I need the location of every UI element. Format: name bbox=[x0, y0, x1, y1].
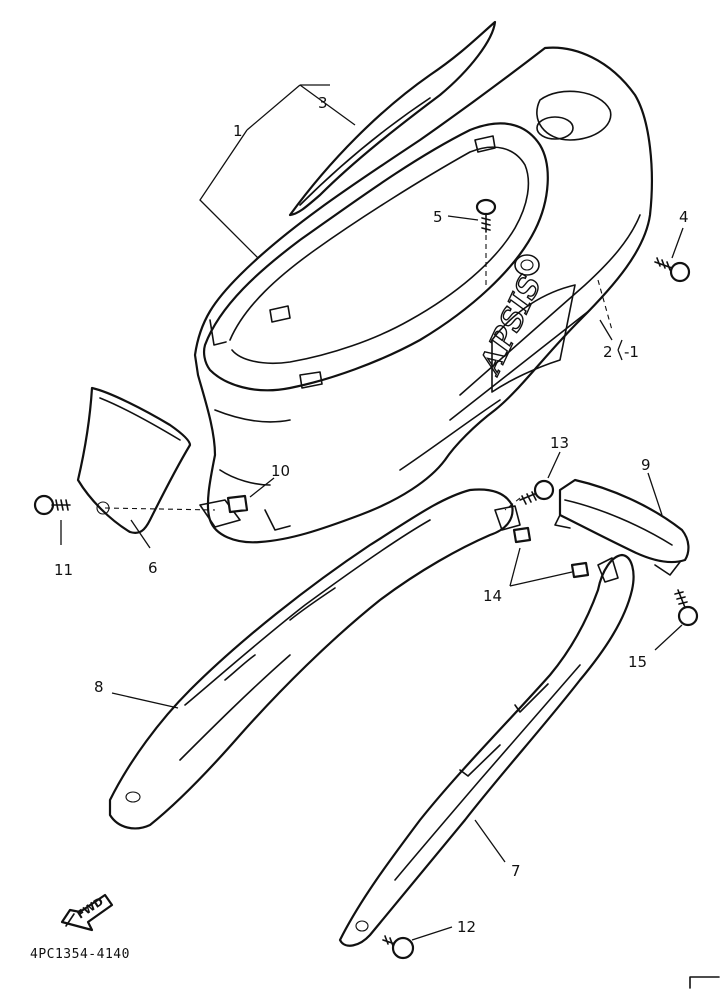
callout-7: 7 bbox=[511, 862, 521, 880]
corner-mark bbox=[689, 976, 720, 989]
callout-1: 1 bbox=[233, 122, 243, 140]
screw-11-icon bbox=[33, 494, 71, 516]
screw-13-icon bbox=[519, 479, 555, 505]
callout-5: 5 bbox=[433, 208, 443, 226]
part-9-rear-bracket bbox=[554, 478, 690, 576]
drawing-code: 4PC1354-4140 bbox=[30, 947, 130, 962]
callout-15: 15 bbox=[628, 653, 647, 671]
callout-10: 10 bbox=[271, 462, 290, 480]
fasteners bbox=[33, 198, 699, 960]
leader-lines bbox=[60, 84, 684, 941]
callout-13: 13 bbox=[550, 434, 569, 452]
callout-4: 4 bbox=[679, 208, 689, 226]
callout-8: 8 bbox=[94, 678, 104, 696]
callout-11: 11 bbox=[54, 561, 73, 579]
clip-10-icon bbox=[226, 494, 249, 514]
nut-14-icon bbox=[512, 526, 590, 579]
screw-4-icon bbox=[654, 257, 691, 283]
part-7-right-side-rail bbox=[338, 553, 635, 947]
callout-3: 3 bbox=[318, 94, 328, 112]
part-6-side-flap bbox=[76, 386, 192, 534]
callout-2-suffix: -1 bbox=[624, 343, 639, 361]
part-1-rear-body-cover bbox=[193, 46, 653, 544]
fwd-arrow: FWD bbox=[60, 893, 114, 932]
callouts: 1 2 -1 3 4 5 6 7 8 9 10 11 12 13 14 15 bbox=[54, 94, 689, 936]
callout-9: 9 bbox=[641, 456, 651, 474]
callout-2: 2 bbox=[603, 343, 613, 361]
callout-14: 14 bbox=[483, 587, 502, 605]
callout-12: 12 bbox=[457, 918, 476, 936]
screw-15-icon bbox=[674, 589, 699, 627]
screw-5-icon bbox=[475, 198, 497, 233]
callout-6: 6 bbox=[148, 559, 158, 577]
alignment-lines bbox=[104, 235, 613, 511]
screw-12-icon bbox=[382, 935, 415, 960]
part-8-left-side-rail bbox=[108, 488, 521, 830]
part-3-top-stripe bbox=[288, 20, 497, 217]
